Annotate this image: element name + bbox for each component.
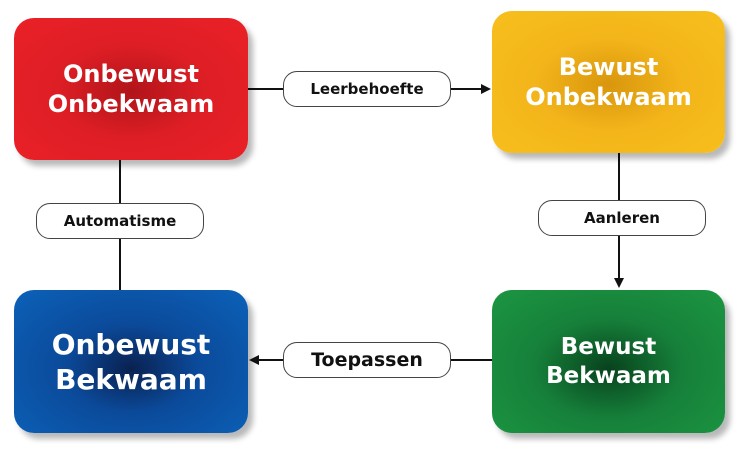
- stage-label-line1: Onbewust: [63, 60, 199, 88]
- stage-conscious-competent: Bewust Bekwaam: [492, 290, 725, 433]
- transition-label-top: Leerbehoefte: [283, 71, 451, 107]
- stage-label-line2: Bekwaam: [55, 362, 207, 396]
- stage-label-line2: Bekwaam: [546, 362, 671, 389]
- stage-label-line1: Bewust: [560, 333, 657, 360]
- transition-label-left: Automatisme: [36, 203, 204, 239]
- stage-label-line1: Onbewust: [51, 327, 211, 361]
- transition-label-bottom: Toepassen: [283, 342, 451, 378]
- stage-label-line2: Onbekwaam: [47, 90, 215, 118]
- stage-conscious-incompetent: Bewust Onbekwaam: [492, 11, 725, 153]
- stage-label-line2: Onbekwaam: [525, 83, 692, 111]
- transition-label-right: Aanleren: [538, 200, 706, 236]
- stage-unconscious-incompetent: Onbewust Onbekwaam: [14, 18, 248, 160]
- stage-label-line1: Bewust: [558, 53, 659, 81]
- stage-unconscious-competent: Onbewust Bekwaam: [14, 290, 248, 433]
